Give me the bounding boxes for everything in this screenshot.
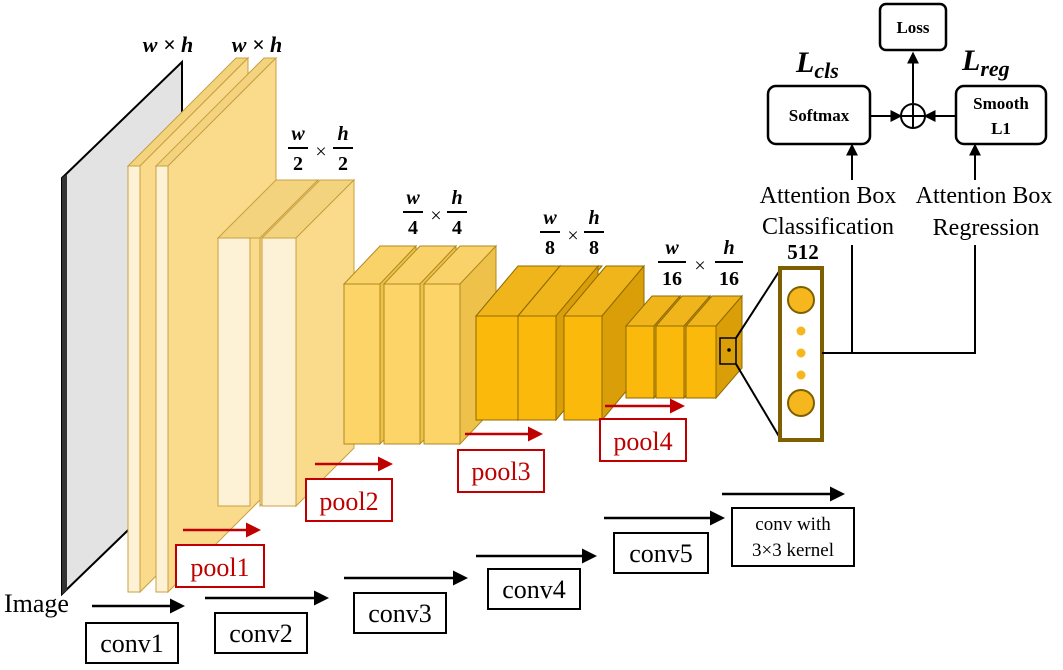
conv3-label: conv3 [368, 599, 432, 628]
reg-caption-line2: Regression [933, 215, 1040, 241]
conv1-label: conv1 [100, 629, 164, 658]
size-label-sixteenth: w 16 × h 16 [658, 237, 743, 290]
feature-vector [778, 266, 824, 442]
size-label-quarter: w 4 × h 4 [403, 187, 467, 239]
feature-dot-bottom [787, 389, 815, 417]
svg-text:w: w [406, 187, 420, 209]
conv1-box [85, 622, 179, 664]
svg-text:h: h [451, 187, 462, 209]
svg-text:16: 16 [662, 268, 682, 290]
svg-text:h: h [588, 207, 599, 229]
pool2-label: pool2 [319, 487, 378, 516]
pool3-label: pool3 [471, 457, 530, 486]
svg-text:×: × [567, 225, 578, 247]
legend-line2: 3×3 kernel [752, 540, 834, 561]
feature-dim-label: 512 [787, 240, 819, 264]
size-label-half: w 2 × h 2 [288, 123, 353, 175]
pool1-box [175, 544, 265, 588]
pool3-box [457, 449, 545, 493]
size-label-eighth: w 8 × h 8 [540, 207, 604, 259]
svg-text:16: 16 [719, 268, 739, 290]
conv2-label: conv2 [229, 619, 293, 648]
sliding-window [719, 337, 737, 365]
smooth-l1-line1: Smooth [973, 94, 1029, 113]
sum-node [900, 103, 926, 129]
reg-caption-line1: Attention Box [916, 183, 1053, 209]
svg-text:8: 8 [545, 237, 555, 259]
svg-text:×: × [694, 255, 705, 277]
legend-line1: conv with [755, 514, 831, 535]
softmax-label: Softmax [789, 106, 850, 125]
conv3-box [353, 592, 447, 634]
loss-label: Loss [896, 18, 929, 37]
size-label-conv1a: w × h [143, 32, 193, 57]
pool1-label: pool1 [190, 553, 249, 582]
cls-caption-line2: Classification [762, 214, 894, 240]
conv4-label: conv4 [502, 575, 566, 604]
svg-text:h: h [337, 123, 348, 145]
feature-dot-top [787, 286, 815, 314]
softmax-box: Softmax [766, 84, 872, 146]
loss-box: Loss [878, 2, 948, 52]
pool2-box [305, 478, 393, 522]
svg-text:h: h [723, 237, 734, 259]
conv5-block-3 [684, 294, 744, 400]
l-cls-label: Lcls [795, 46, 839, 83]
conv4-box [487, 568, 581, 610]
svg-text:2: 2 [338, 153, 348, 175]
cls-caption-line1: Attention Box [760, 183, 897, 209]
pool4-box [599, 418, 687, 462]
smooth-l1-line2: L1 [991, 119, 1011, 138]
svg-text:4: 4 [408, 217, 418, 239]
svg-text:×: × [430, 205, 441, 227]
size-label-conv1b: w × h [232, 32, 282, 57]
svg-text:2: 2 [293, 153, 303, 175]
svg-text:4: 4 [452, 217, 462, 239]
image-label: Image [4, 589, 69, 618]
svg-text:8: 8 [589, 237, 599, 259]
conv5-label: conv5 [629, 539, 693, 568]
pool4-label: pool4 [613, 427, 672, 456]
svg-text:×: × [315, 141, 326, 163]
l-reg-label: Lreg [961, 44, 1010, 81]
conv2-block-2 [260, 178, 356, 508]
conv2-box [214, 612, 308, 654]
conv5-box [613, 532, 709, 574]
smooth-l1-box: Smooth L1 [954, 84, 1048, 146]
legend-box [731, 507, 855, 567]
svg-text:w: w [543, 207, 557, 229]
svg-text:w: w [665, 237, 679, 259]
svg-text:w: w [291, 123, 305, 145]
